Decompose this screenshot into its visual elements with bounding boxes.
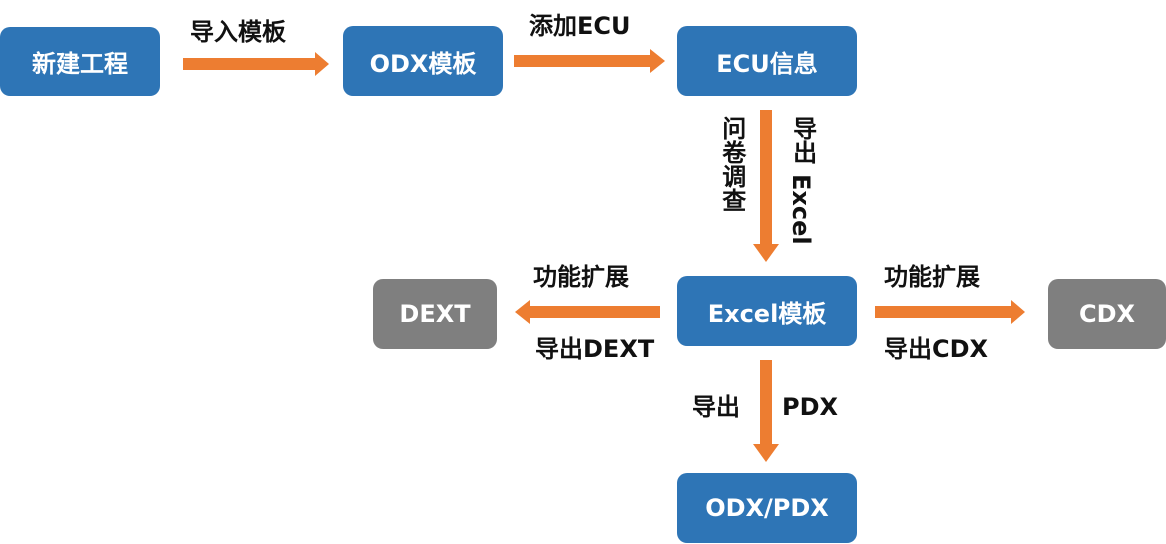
label-add-ecu: 添加ECU (529, 12, 631, 40)
node-excel-template[interactable]: Excel模板 (677, 276, 857, 346)
node-ecu-info[interactable]: ECU信息 (677, 26, 857, 96)
label-export-pdx-suffix: PDX (782, 393, 839, 421)
label-export-excel: 导出 Excel (787, 116, 817, 245)
arrow-new-to-odx (183, 52, 329, 76)
label-export-excel-prefix: 导出 (788, 116, 817, 164)
label-export-cdx: 导出CDX (884, 335, 989, 363)
label-export-dext: 导出DEXT (535, 335, 655, 363)
arrow-ecu-to-excel (753, 110, 779, 262)
node-odx-template[interactable]: ODX模板 (343, 26, 503, 96)
node-cdx[interactable]: CDX (1048, 279, 1166, 349)
arrow-excel-to-dext (515, 300, 660, 324)
arrow-excel-to-cdx (875, 300, 1025, 324)
label-import-template: 导入模板 (190, 18, 286, 46)
label-function-extension-right: 功能扩展 (884, 263, 980, 291)
label-export-excel-suffix: Excel (787, 174, 815, 245)
label-questionnaire: 问卷调查 (717, 116, 746, 212)
node-new-project[interactable]: 新建工程 (0, 27, 160, 96)
node-dext[interactable]: DEXT (373, 279, 497, 349)
arrow-odx-to-ecu (514, 49, 665, 73)
arrow-excel-to-odxpdx (753, 360, 779, 462)
label-export-pdx-prefix: 导出 (692, 393, 740, 421)
label-function-extension-left: 功能扩展 (533, 263, 629, 291)
node-odx-pdx[interactable]: ODX/PDX (677, 473, 857, 543)
